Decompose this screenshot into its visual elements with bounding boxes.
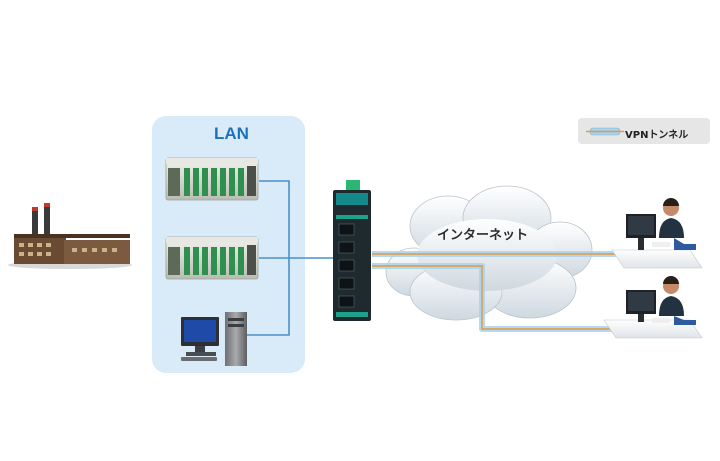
lan-label: LAN xyxy=(214,124,249,143)
remote-user-icon xyxy=(611,198,703,269)
vpn-tunnel-icon xyxy=(586,127,624,136)
lan-cables xyxy=(246,180,334,336)
legend-label: VPNトンネル xyxy=(625,130,689,141)
desktop-pc-icon xyxy=(181,312,247,366)
legend xyxy=(578,118,710,144)
plc-controller-icon xyxy=(165,157,259,201)
remote-user-icon xyxy=(603,276,703,339)
wan-lines-overlay xyxy=(372,253,620,330)
factory-icon xyxy=(8,203,132,269)
industrial-switch-icon xyxy=(333,180,371,321)
internet-label: インターネット xyxy=(437,228,529,243)
plc-controller-icon xyxy=(165,236,259,280)
